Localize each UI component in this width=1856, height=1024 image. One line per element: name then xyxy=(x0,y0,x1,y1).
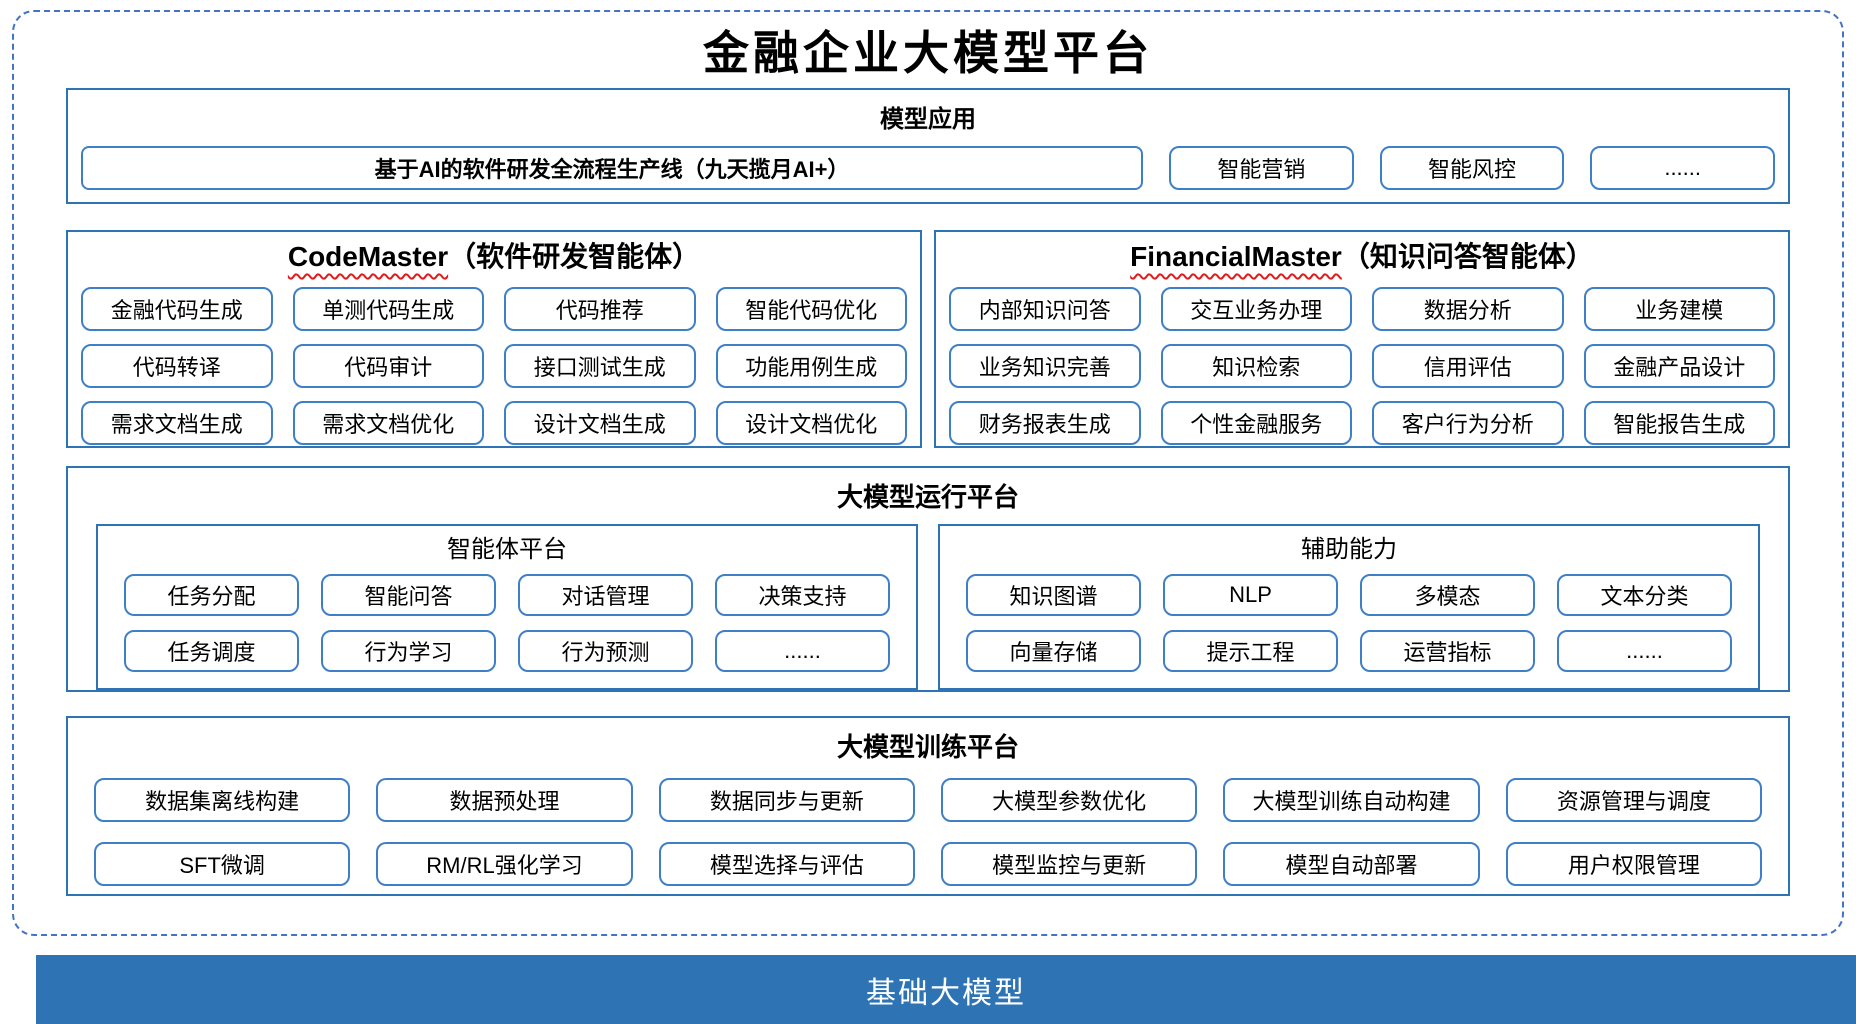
codemaster-item: 代码推荐 xyxy=(504,287,696,331)
codemaster-item: 金融代码生成 xyxy=(81,287,273,331)
codemaster-item: 设计文档优化 xyxy=(715,401,907,445)
financialmaster-item: 业务建模 xyxy=(1583,287,1775,331)
codemaster-item: 代码审计 xyxy=(292,344,484,388)
app-item-ai-pipeline: 基于AI的软件研发全流程生产线（九天揽月AI+） xyxy=(81,146,1143,190)
section-training-header: 大模型训练平台 xyxy=(836,732,1019,762)
panel-auxiliary-title: 辅助能力 xyxy=(1301,536,1397,563)
codemaster-item: 智能代码优化 xyxy=(715,287,907,331)
financialmaster-item: 内部知识问答 xyxy=(949,287,1141,331)
auxiliary-item: 知识图谱 xyxy=(966,574,1141,616)
auxiliary-item: NLP xyxy=(1163,574,1338,616)
financialmaster-item: 信用评估 xyxy=(1372,344,1564,388)
agent-platform-item: 任务分配 xyxy=(124,574,299,616)
codemaster-item: 接口测试生成 xyxy=(504,344,696,388)
training-grid: 数据集离线构建 数据预处理 数据同步与更新 大模型参数优化 大模型训练自动构建 … xyxy=(68,764,1788,886)
codemaster-item: 设计文档生成 xyxy=(504,401,696,445)
financialmaster-item: 客户行为分析 xyxy=(1372,401,1564,445)
codemaster-name-zh: （软件研发智能体） xyxy=(448,241,701,272)
agent-platform-item: 行为学习 xyxy=(321,630,496,672)
training-item: 模型自动部署 xyxy=(1223,842,1480,886)
foundation-model-bar: 基础大模型 xyxy=(36,955,1856,1024)
app-item-risk-control: 智能风控 xyxy=(1379,146,1565,190)
auxiliary-item: 运营指标 xyxy=(1360,630,1535,672)
training-item: 数据同步与更新 xyxy=(658,778,915,822)
training-item: 用户权限管理 xyxy=(1505,842,1762,886)
agent-platform-item: 智能问答 xyxy=(321,574,496,616)
training-item: 数据集离线构建 xyxy=(94,778,351,822)
agent-platform-item: ...... xyxy=(715,630,890,672)
training-item: 大模型训练自动构建 xyxy=(1223,778,1480,822)
financialmaster-item: 业务知识完善 xyxy=(949,344,1141,388)
panel-agent-platform: 智能体平台 任务分配 智能问答 对话管理 决策支持 任务调度 行为学习 行为预测… xyxy=(96,524,918,690)
panel-financialmaster-title: FinancialMaster（知识问答智能体） xyxy=(936,232,1788,275)
agent-platform-item: 任务调度 xyxy=(124,630,299,672)
auxiliary-item: 多模态 xyxy=(1360,574,1535,616)
agent-platform-item: 对话管理 xyxy=(518,574,693,616)
training-item: SFT微调 xyxy=(94,842,351,886)
training-item: 模型监控与更新 xyxy=(941,842,1198,886)
section-runtime-header: 大模型运行平台 xyxy=(836,482,1019,512)
codemaster-item: 需求文档优化 xyxy=(292,401,484,445)
agent-platform-item: 行为预测 xyxy=(518,630,693,672)
auxiliary-item: 向量存储 xyxy=(966,630,1141,672)
training-item: 数据预处理 xyxy=(376,778,633,822)
training-item: RM/RL强化学习 xyxy=(376,842,633,886)
model-applications-row: 基于AI的软件研发全流程生产线（九天揽月AI+） 智能营销 智能风控 .....… xyxy=(68,134,1788,190)
financialmaster-item: 数据分析 xyxy=(1372,287,1564,331)
financialmaster-item: 知识检索 xyxy=(1160,344,1352,388)
financialmaster-item: 财务报表生成 xyxy=(949,401,1141,445)
codemaster-item: 代码转译 xyxy=(81,344,273,388)
codemaster-item: 功能用例生成 xyxy=(715,344,907,388)
financialmaster-item: 交互业务办理 xyxy=(1160,287,1352,331)
financialmaster-item: 个性金融服务 xyxy=(1160,401,1352,445)
runtime-row: 智能体平台 任务分配 智能问答 对话管理 决策支持 任务调度 行为学习 行为预测… xyxy=(68,514,1788,690)
panel-codemaster: CodeMaster（软件研发智能体） 金融代码生成 单测代码生成 代码推荐 智… xyxy=(66,230,922,448)
platform-frame: 金融企业大模型平台 模型应用 基于AI的软件研发全流程生产线（九天揽月AI+） … xyxy=(12,10,1844,936)
financialmaster-item: 金融产品设计 xyxy=(1583,344,1775,388)
panel-auxiliary-capabilities: 辅助能力 知识图谱 NLP 多模态 文本分类 向量存储 提示工程 运营指标 ..… xyxy=(938,524,1760,690)
auxiliary-item: ...... xyxy=(1557,630,1732,672)
agent-platform-grid: 任务分配 智能问答 对话管理 决策支持 任务调度 行为学习 行为预测 .....… xyxy=(98,566,916,672)
app-item-ellipsis: ...... xyxy=(1590,146,1776,190)
training-item: 模型选择与评估 xyxy=(658,842,915,886)
training-item: 资源管理与调度 xyxy=(1505,778,1762,822)
panel-codemaster-title: CodeMaster（软件研发智能体） xyxy=(68,232,920,275)
financialmaster-grid: 内部知识问答 交互业务办理 数据分析 业务建模 业务知识完善 知识检索 信用评估… xyxy=(936,275,1788,445)
financialmaster-item: 智能报告生成 xyxy=(1583,401,1775,445)
financialmaster-name-en: FinancialMaster xyxy=(1130,241,1342,272)
section-runtime-platform: 大模型运行平台 智能体平台 任务分配 智能问答 对话管理 决策支持 任务调度 行… xyxy=(66,466,1790,692)
panel-financialmaster: FinancialMaster（知识问答智能体） 内部知识问答 交互业务办理 数… xyxy=(934,230,1790,448)
codemaster-grid: 金融代码生成 单测代码生成 代码推荐 智能代码优化 代码转译 代码审计 接口测试… xyxy=(68,275,920,445)
agents-row: CodeMaster（软件研发智能体） 金融代码生成 单测代码生成 代码推荐 智… xyxy=(66,230,1790,448)
agent-platform-item: 决策支持 xyxy=(715,574,890,616)
codemaster-name-en: CodeMaster xyxy=(287,241,449,272)
auxiliary-item: 提示工程 xyxy=(1163,630,1338,672)
panel-agent-platform-title: 智能体平台 xyxy=(447,536,567,563)
section-training-platform: 大模型训练平台 数据集离线构建 数据预处理 数据同步与更新 大模型参数优化 大模… xyxy=(66,716,1790,896)
financialmaster-name-zh: （知识问答智能体） xyxy=(1341,241,1594,272)
app-item-marketing: 智能营销 xyxy=(1169,146,1354,190)
codemaster-item: 需求文档生成 xyxy=(81,401,273,445)
auxiliary-grid: 知识图谱 NLP 多模态 文本分类 向量存储 提示工程 运营指标 ...... xyxy=(940,566,1758,672)
section-model-applications-header: 模型应用 xyxy=(880,106,976,133)
codemaster-item: 单测代码生成 xyxy=(292,287,484,331)
page-title: 金融企业大模型平台 xyxy=(703,26,1153,80)
section-model-applications: 模型应用 基于AI的软件研发全流程生产线（九天揽月AI+） 智能营销 智能风控 … xyxy=(66,88,1790,204)
auxiliary-item: 文本分类 xyxy=(1557,574,1732,616)
training-item: 大模型参数优化 xyxy=(941,778,1198,822)
